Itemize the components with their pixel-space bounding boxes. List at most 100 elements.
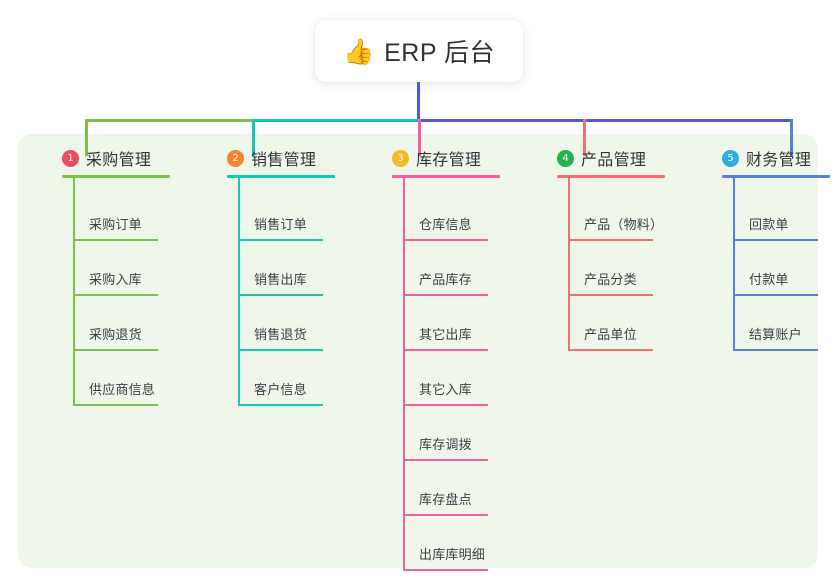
branch-item[interactable]: 产品分类	[568, 241, 672, 296]
branch-item-underline	[733, 349, 818, 351]
branch-title: 销售管理	[251, 152, 317, 169]
branch-item-underline	[238, 239, 323, 241]
branch-item-label: 产品单位	[584, 327, 637, 342]
branch-item-underline	[403, 569, 488, 571]
branch-spine	[73, 178, 75, 406]
branch-item-underline	[403, 459, 488, 461]
branch-item-label: 其它入库	[419, 382, 472, 397]
branch-item-underline	[403, 514, 488, 516]
branch-item-underline	[73, 349, 158, 351]
branch-item[interactable]: 销售出库	[238, 241, 342, 296]
branch-item-label: 供应商信息	[89, 382, 156, 397]
branch-item-label: 仓库信息	[419, 217, 472, 232]
branch-item-label: 其它出库	[419, 327, 472, 342]
branch-drop-4	[583, 119, 586, 156]
branch-item[interactable]: 其它出库	[403, 296, 507, 351]
branch-underline	[227, 175, 335, 178]
branch-header-1[interactable]: 1 采购管理	[40, 146, 200, 170]
branch-item[interactable]: 销售订单	[238, 186, 342, 241]
branch-title: 产品管理	[581, 152, 647, 169]
branch-item[interactable]: 采购退货	[73, 296, 177, 351]
branch-item-underline	[733, 294, 818, 296]
branch-number-badge: 1	[62, 149, 79, 167]
branch-item-label: 库存盘点	[419, 492, 472, 507]
branch-drop-3	[418, 119, 421, 156]
branch-item-underline	[733, 239, 818, 241]
branch-item[interactable]: 库存调拨	[403, 406, 507, 461]
root-node[interactable]: 👍 ERP 后台	[315, 20, 523, 82]
branch-header-4[interactable]: 4 产品管理	[535, 146, 695, 170]
branch-item-underline	[403, 404, 488, 406]
branch-item-label: 产品分类	[584, 272, 637, 287]
branch-item-underline	[238, 404, 323, 406]
branch-item-underline	[568, 239, 653, 241]
bus-segment-1	[85, 119, 252, 122]
branch-item-underline	[403, 239, 488, 241]
branch-item[interactable]: 仓库信息	[403, 186, 507, 241]
branch-item[interactable]: 出库库明细	[403, 516, 507, 571]
bus-segment-3	[418, 119, 792, 122]
branch-number-badge: 5	[722, 149, 739, 167]
branch-spine	[568, 178, 570, 351]
branch-item-label: 采购退货	[89, 327, 142, 342]
branch-item[interactable]: 供应商信息	[73, 351, 177, 406]
branch-column-2: 2 销售管理销售订单销售出库销售退货客户信息	[205, 146, 365, 406]
diagram-panel	[18, 134, 818, 568]
branch-number-badge: 4	[557, 149, 574, 167]
branch-title: 采购管理	[86, 152, 152, 169]
root-trunk-line	[417, 82, 420, 121]
branch-item-underline	[73, 294, 158, 296]
branch-item-underline	[403, 349, 488, 351]
branch-item-label: 回款单	[749, 217, 789, 232]
branch-item-label: 库存调拨	[419, 437, 472, 452]
branch-title: 库存管理	[416, 152, 482, 169]
branch-spine	[238, 178, 240, 406]
branch-item[interactable]: 客户信息	[238, 351, 342, 406]
branch-item-label: 采购入库	[89, 272, 142, 287]
branch-item[interactable]: 回款单	[733, 186, 837, 241]
branch-number-badge: 3	[392, 149, 409, 167]
branch-underline	[722, 175, 830, 178]
branch-item-label: 产品（物料）	[584, 217, 664, 232]
branch-item-underline	[73, 404, 158, 406]
branch-item[interactable]: 付款单	[733, 241, 837, 296]
branch-item[interactable]: 结算账户	[733, 296, 837, 351]
branch-underline	[62, 175, 170, 178]
branch-item-underline	[568, 294, 653, 296]
branch-item[interactable]: 产品（物料）	[568, 186, 672, 241]
branch-drop-5	[790, 119, 793, 156]
branch-column-1: 1 采购管理采购订单采购入库采购退货供应商信息	[40, 146, 200, 406]
branch-item[interactable]: 销售退货	[238, 296, 342, 351]
branch-item[interactable]: 库存盘点	[403, 461, 507, 516]
branch-column-4: 4 产品管理产品（物料） 产品分类产品单位	[535, 146, 695, 351]
branch-item-underline	[568, 349, 653, 351]
root-node-title: ERP 后台	[384, 39, 496, 67]
branch-underline	[392, 175, 500, 178]
branch-item-label: 销售退货	[254, 327, 307, 342]
branch-item[interactable]: 产品单位	[568, 296, 672, 351]
branch-item-label: 结算账户	[749, 327, 802, 342]
branch-header-2[interactable]: 2 销售管理	[205, 146, 365, 170]
bus-segment-2	[252, 119, 418, 122]
branch-item-label: 采购订单	[89, 217, 142, 232]
branch-item[interactable]: 采购订单	[73, 186, 177, 241]
thumbs-up-icon: 👍	[342, 36, 375, 66]
branch-spine	[733, 178, 735, 351]
branch-drop-2	[252, 119, 255, 156]
branch-item[interactable]: 产品库存	[403, 241, 507, 296]
branch-number-badge: 2	[227, 149, 244, 167]
branch-item[interactable]: 其它入库	[403, 351, 507, 406]
branch-spine	[403, 178, 405, 571]
branch-column-3: 3 库存管理仓库信息产品库存其它出库其它入库库存调拨库存盘点出库库明细	[370, 146, 530, 571]
branch-item-underline	[238, 294, 323, 296]
branch-item-label: 客户信息	[254, 382, 307, 397]
branch-item-underline	[403, 294, 488, 296]
branch-header-3[interactable]: 3 库存管理	[370, 146, 530, 170]
branch-underline	[557, 175, 665, 178]
branch-item-underline	[238, 349, 323, 351]
branch-item[interactable]: 采购入库	[73, 241, 177, 296]
branch-drop-1	[85, 119, 88, 156]
